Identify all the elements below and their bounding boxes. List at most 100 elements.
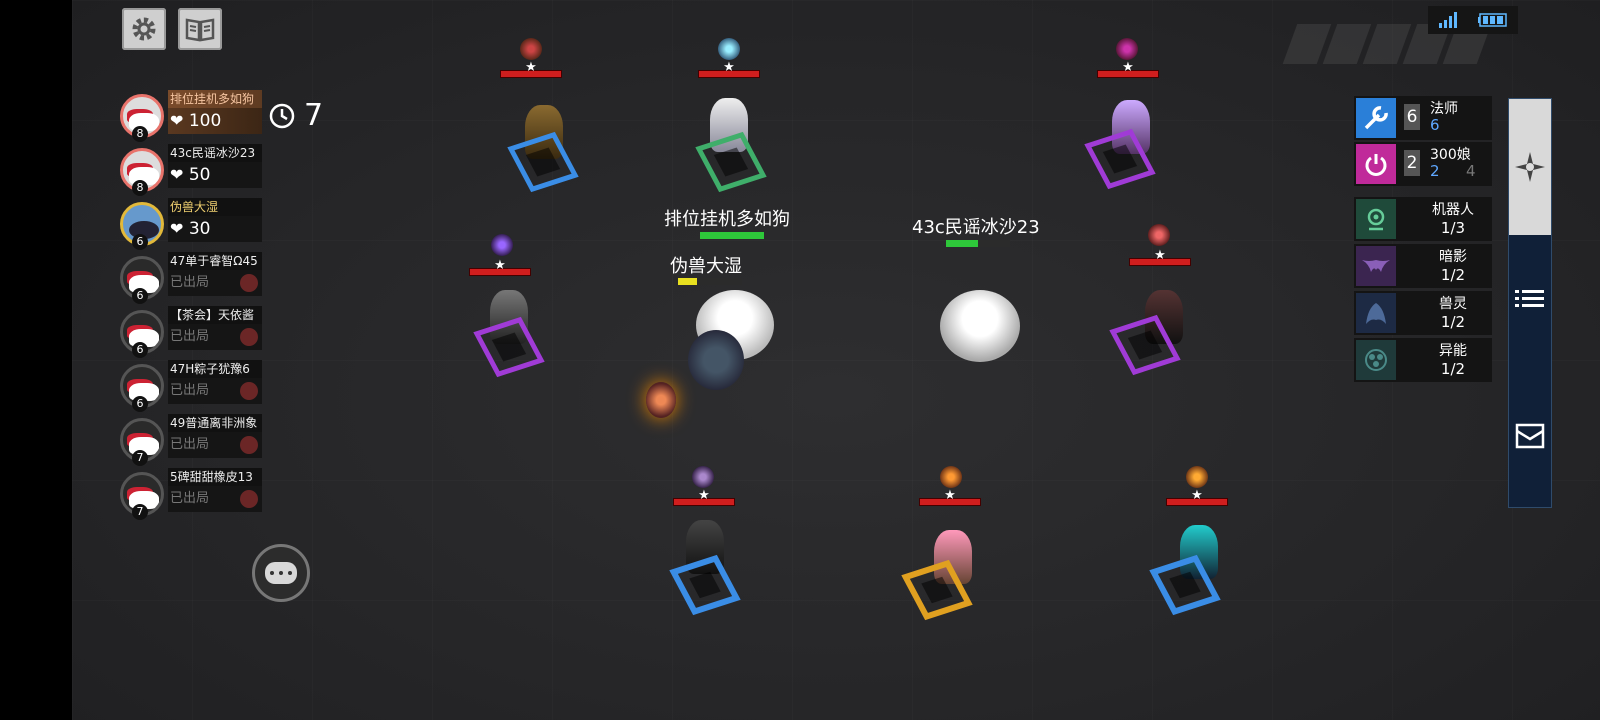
side-menu	[1508, 98, 1552, 508]
unit-hp-bar	[1166, 498, 1228, 506]
player-row[interactable]: 8 排位挂机多如狗 ❤ 100	[120, 90, 262, 144]
clock-icon	[269, 103, 295, 128]
player-level: 6	[132, 234, 148, 250]
avatar	[120, 364, 164, 408]
player-level: 8	[132, 126, 148, 142]
out-label: 已出局	[170, 437, 210, 452]
synergy-name: 机器人	[1432, 202, 1474, 218]
heart-icon: ❤	[170, 165, 184, 184]
player-status: 已出局	[168, 270, 262, 296]
synergy-name: 异能	[1439, 343, 1467, 359]
signal-icon	[1439, 12, 1457, 28]
round-timer: 7	[268, 98, 323, 133]
out-label: 已出局	[170, 491, 210, 506]
player-level: 6	[132, 396, 148, 412]
player-hp: ❤ 30	[168, 216, 262, 242]
board-player-hp-fill	[700, 232, 764, 239]
book-icon	[185, 18, 215, 42]
enemy-creep[interactable]	[940, 290, 1020, 362]
unit-portrait	[718, 38, 740, 60]
player-name: 49普通离非洲象	[168, 414, 262, 432]
status-bar	[1428, 6, 1518, 34]
unit-hp-bar	[673, 498, 735, 506]
player-row[interactable]: 6 47单于睿智Ω45 已出局	[120, 252, 262, 306]
synergy-name: 兽灵	[1439, 296, 1467, 312]
unit-portrait	[491, 234, 513, 256]
player-name: 排位挂机多如狗	[168, 90, 262, 108]
player-status: 已出局	[168, 378, 262, 404]
summoned-unit[interactable]	[646, 382, 676, 418]
synergy-shadow[interactable]: 暗影 1/2	[1354, 244, 1492, 288]
player-level: 7	[132, 450, 148, 466]
player-name: 47H粽子犹豫6	[168, 360, 262, 378]
player-name: 伪兽大湿	[168, 198, 262, 216]
synergy-count: 2	[1404, 150, 1420, 176]
mail-icon	[1515, 423, 1545, 449]
board-player-name: 43c民谣冰沙23	[912, 217, 1040, 238]
game-board[interactable]	[72, 0, 1600, 720]
unit-hp-bar	[919, 498, 981, 506]
player-hp-value: 50	[188, 165, 211, 185]
player-row[interactable]: 6 伪兽大湿 ❤ 30	[120, 198, 262, 252]
player-row[interactable]: 7 49普通离非洲象 已出局	[120, 414, 262, 468]
unit-hp-bar	[469, 268, 531, 276]
synergy-active: 2	[1430, 162, 1440, 180]
beast-icon	[1356, 293, 1396, 333]
unit-portrait	[1148, 224, 1170, 246]
skull-icon	[240, 382, 258, 400]
synergy-name: 300娘	[1430, 147, 1471, 163]
list-button[interactable]	[1515, 287, 1545, 311]
heart-icon: ❤	[170, 219, 184, 238]
synergy-psi[interactable]: 异能 1/2	[1354, 338, 1492, 382]
synergy-progress: 1/2	[1440, 360, 1466, 378]
guide-book-button[interactable]	[178, 8, 222, 50]
player-level: 6	[132, 342, 148, 358]
list-icon	[1515, 290, 1544, 307]
synergy-beast[interactable]: 兽灵 1/2	[1354, 291, 1492, 335]
out-label: 已出局	[170, 275, 210, 290]
synergy-next: 4	[1466, 162, 1476, 180]
board-player-hp	[678, 278, 742, 285]
settings-button[interactable]	[122, 8, 166, 50]
out-label: 已出局	[170, 383, 210, 398]
compass-icon	[1515, 152, 1545, 182]
player-hp-value: 30	[188, 219, 211, 239]
unit-star: ★	[1122, 60, 1134, 75]
player-row[interactable]: 8 43c民谣冰沙23 ❤ 50	[120, 144, 262, 198]
synergy-mage[interactable]: 6 法师 6	[1354, 96, 1492, 140]
mail-button[interactable]	[1515, 421, 1545, 451]
player-name: 47单于睿智Ω45	[168, 252, 262, 270]
synergy-name: 暗影	[1439, 249, 1467, 265]
player-name: 【茶会】天依酱	[168, 306, 262, 324]
unit-hp-bar	[1129, 258, 1191, 266]
unit-portrait	[1116, 38, 1138, 60]
player-row[interactable]: 6 47H粽子犹豫6 已出局	[120, 360, 262, 414]
synergy-progress: 1/2	[1440, 313, 1466, 331]
unit-hp-bar	[500, 70, 562, 78]
board-player-hp	[700, 232, 764, 239]
player-status: 已出局	[168, 324, 262, 350]
synergy-count: 6	[1404, 104, 1420, 130]
player-row[interactable]: 7 5碑甜甜橡皮13 已出局	[120, 468, 262, 522]
synergy-robot[interactable]: 机器人 1/3	[1354, 197, 1492, 241]
unit-star: ★	[1191, 488, 1203, 503]
enemy-creep[interactable]	[688, 330, 744, 390]
unit-portrait	[692, 466, 714, 488]
unit-star: ★	[698, 488, 710, 503]
synergy-300[interactable]: 2 300娘 2 4	[1354, 142, 1492, 186]
player-row[interactable]: 6 【茶会】天依酱 已出局	[120, 306, 262, 360]
board-player-hp	[946, 240, 1010, 247]
player-name: 43c民谣冰沙23	[168, 144, 262, 162]
out-label: 已出局	[170, 329, 210, 344]
player-hp: ❤ 100	[168, 108, 262, 134]
unit-portrait	[940, 466, 962, 488]
power-icon	[1356, 144, 1396, 184]
synergy-name: 法师	[1430, 101, 1458, 117]
chat-button[interactable]	[252, 544, 310, 602]
compass-button[interactable]	[1509, 99, 1551, 235]
synergy-active: 6	[1430, 116, 1440, 134]
heart-icon: ❤	[170, 111, 184, 130]
player-status: 已出局	[168, 486, 262, 512]
unit-star: ★	[494, 258, 506, 273]
left-border	[0, 0, 72, 720]
